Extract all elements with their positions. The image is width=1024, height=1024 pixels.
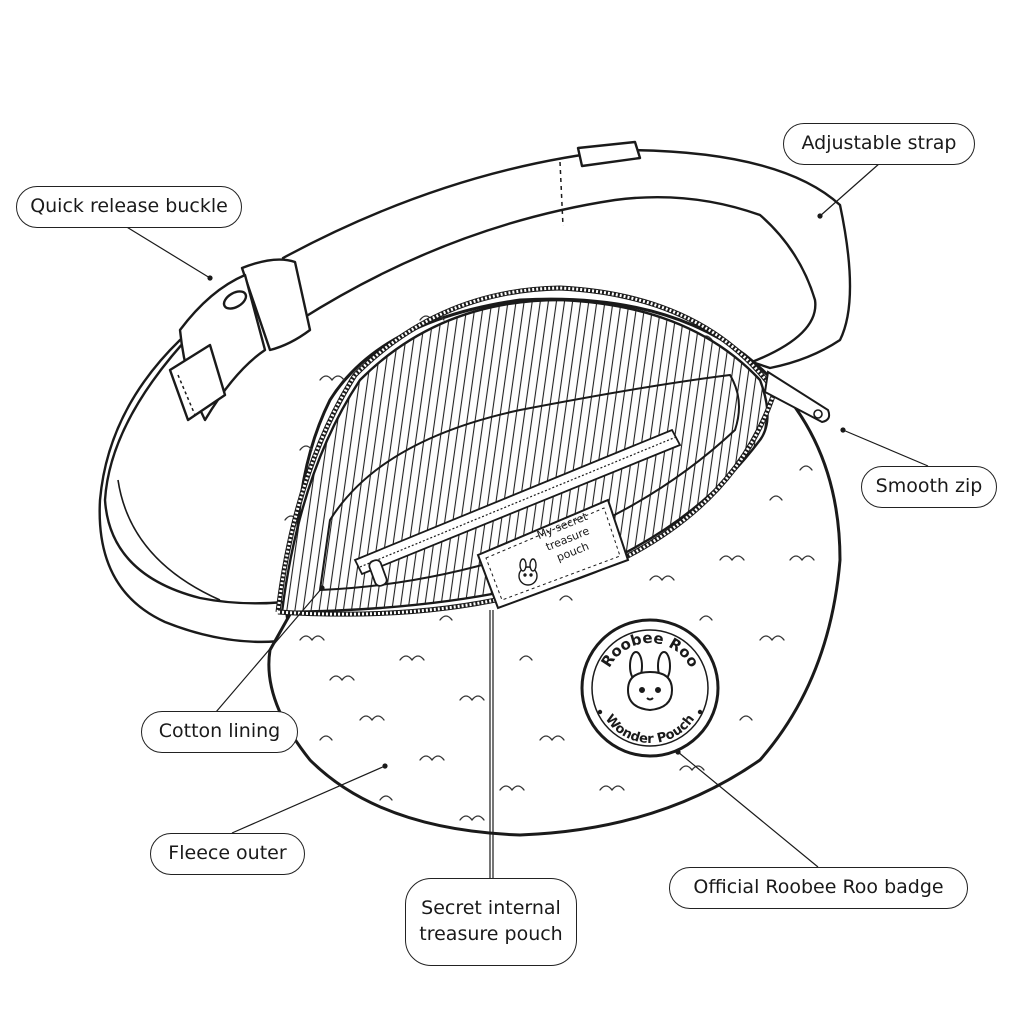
tag-kangaroo-icon bbox=[518, 558, 538, 586]
callout-fleece-outer: Fleece outer bbox=[150, 833, 305, 875]
callout-secret-internal-pouch: Secret internal treasure pouch bbox=[405, 878, 577, 966]
callout-cotton-lining-text: Cotton lining bbox=[158, 720, 281, 743]
leader-smooth-zip bbox=[842, 429, 929, 467]
callout-official-badge-text: Official Roobee Roo badge bbox=[693, 876, 944, 899]
kangaroo-face-icon bbox=[626, 651, 674, 712]
callout-smooth-zip-text: Smooth zip bbox=[875, 475, 983, 498]
inner-zip-pull bbox=[368, 559, 388, 587]
callout-quick-release-buckle-text: Quick release buckle bbox=[30, 195, 228, 218]
buckle bbox=[168, 258, 312, 422]
treasure-tag: My secret treasure pouch bbox=[476, 498, 630, 610]
callout-fleece-outer-text: Fleece outer bbox=[168, 842, 287, 865]
callout-cotton-lining: Cotton lining bbox=[141, 711, 298, 753]
roobee-roo-badge: Roobee Roo Wonder Pouch bbox=[580, 618, 720, 758]
leader-quick-release-buckle bbox=[124, 225, 211, 279]
leader-fleece-outer bbox=[231, 765, 386, 834]
leader-adjustable-strap bbox=[819, 162, 881, 217]
callout-smooth-zip: Smooth zip bbox=[861, 466, 997, 508]
callout-adjustable-strap-text: Adjustable strap bbox=[801, 132, 957, 155]
interior-lining bbox=[280, 298, 769, 614]
leader-lines bbox=[124, 162, 929, 878]
callout-adjustable-strap: Adjustable strap bbox=[783, 123, 975, 165]
callout-secret-pouch-line2: treasure pouch bbox=[419, 923, 563, 945]
callout-official-badge: Official Roobee Roo badge bbox=[669, 867, 968, 909]
leader-cotton-lining bbox=[215, 587, 323, 713]
adjuster-slide bbox=[576, 140, 642, 168]
leader-badge bbox=[677, 751, 819, 868]
callout-secret-pouch-line1: Secret internal bbox=[421, 897, 561, 920]
callout-quick-release-buckle: Quick release buckle bbox=[16, 186, 242, 228]
zip-pull bbox=[763, 370, 831, 424]
